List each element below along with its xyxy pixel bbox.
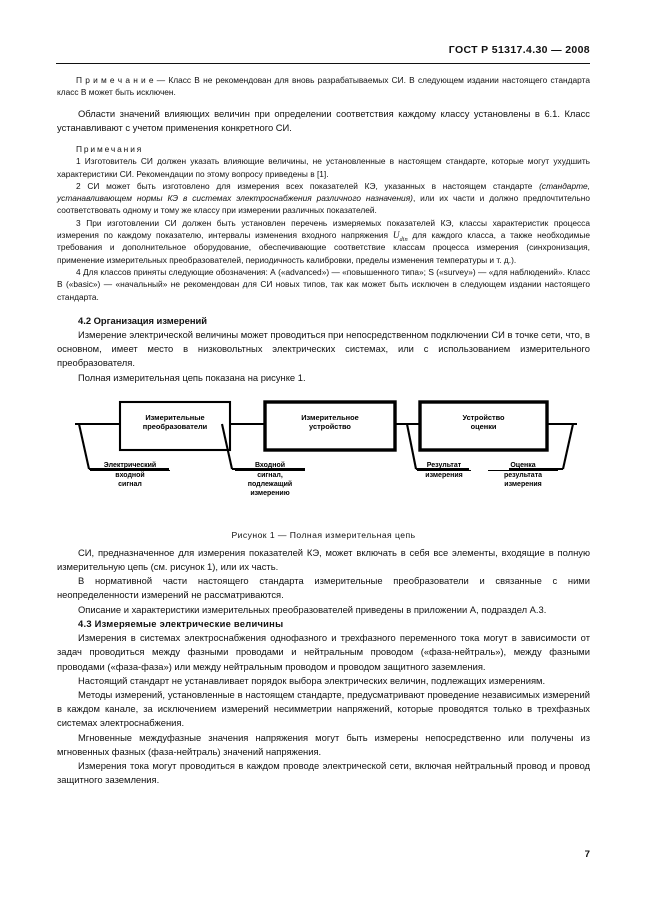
paragraph-scope: Области значений влияющих величин при оп… <box>57 107 590 133</box>
figure-leader-4-line-3: измерения <box>504 481 542 489</box>
note-class-b: П р и м е ч а н и е — Класс В не рекомен… <box>57 75 590 98</box>
figure-leader-label-input-signal-measured: Входной сигнал, подлежащий измерению <box>235 461 305 499</box>
figure-1-diagram <box>75 400 577 470</box>
clause-4-3-title: 4.3 Измеряемые электрические величины <box>78 617 284 629</box>
clause-4-2-paragraph-1: Измерение электрической величины может п… <box>57 329 590 369</box>
note-2-italic: (стандарте, устанавливающем нормы КЭ в с… <box>57 180 590 204</box>
note-2-part-a: 2 СИ может быть изготовлено для измерени… <box>76 180 540 191</box>
paragraph-after-figure-1: СИ, предназначенное для измерения показа… <box>57 546 590 573</box>
clause-4-3-paragraph-3: Методы измерений, установленные в настоя… <box>57 688 590 729</box>
page-content: П р и м е ч а н и е — Класс В не рекомен… <box>57 74 590 787</box>
header-rule <box>56 63 590 64</box>
figure-leader-2-line-1: Входной <box>235 461 305 472</box>
figure-leader-4-line-1: Оценка <box>488 461 558 472</box>
figure-leader-4-line-2: результата <box>503 472 543 480</box>
note-3-part-a: 3 При изготовлении СИ должен быть устано… <box>57 217 590 241</box>
clause-4-3-paragraph-4: Мгновенные междуфазные значения напряжен… <box>57 731 590 757</box>
note-1: 1 Изготовитель СИ должен указать влияющи… <box>57 156 590 179</box>
figure-1-caption: Рисунок 1 — Полная измерительная цепь <box>231 529 416 540</box>
clause-4-3-paragraph-2: Настоящий стандарт не устанавливает поря… <box>78 674 546 686</box>
clause-4-3-paragraph-1: Измерения в системах электроснабжения од… <box>57 632 590 672</box>
figure-leader-2-line-4: измерению <box>250 490 290 498</box>
page-number: 7 <box>584 849 590 860</box>
figure-leader-1-line-2: входной <box>115 472 145 480</box>
figure-leader-3-line-1: Результат <box>417 461 471 472</box>
paragraph-after-figure-2: В нормативной части настоящего стандарта… <box>57 575 590 601</box>
figure-leader-1-line-3: сигнал <box>118 481 142 489</box>
figure-leader-1-line-1: Электрический <box>90 461 170 472</box>
note-3-part-b: для каждого класса, а также необходимые … <box>57 230 590 265</box>
note-2: 2 СИ может быть изготовлено для измерени… <box>57 180 590 217</box>
paragraph-after-figure-3: Описание и характеристики измерительных … <box>78 603 547 615</box>
figure-leader-label-measurement-result: Результат измерения <box>417 461 471 481</box>
figure-leader-2-line-3: подлежащий <box>247 481 293 489</box>
note-3: 3 При изготовлении СИ должен быть устано… <box>57 217 590 266</box>
clause-4-2-title: 4.2 Организация измерений <box>78 314 208 326</box>
figure-leader-label-evaluation-of-result: Оценка результата измерения <box>488 461 558 490</box>
clause-4-2-paragraph-2: Полная измерительная цепь показана на ри… <box>78 371 306 383</box>
note-2-part-b: , или их части и должно предпочтительно … <box>57 193 590 216</box>
figure-leader-3-line-2: измерения <box>425 472 463 480</box>
figure-leader-label-electrical-input-signal: Электрический входной сигнал <box>90 461 170 490</box>
figure-1: Измерительные преобразователи Измеритель… <box>57 393 590 541</box>
symbol-udin: Udin <box>392 230 408 243</box>
notes-heading: Примечания <box>76 144 144 154</box>
figure-leader-2-line-2: сигнал, <box>257 472 283 480</box>
symbol-udin-base: U <box>392 230 400 241</box>
symbol-udin-subscript: din <box>399 235 408 243</box>
notes-block: Примечания 1 Изготовитель СИ должен указ… <box>57 143 590 303</box>
running-header: ГОСТ Р 51317.4.30 — 2008 <box>448 44 590 56</box>
clause-4-3-paragraph-5: Измерения тока могут проводиться в каждо… <box>57 759 590 786</box>
note-4: 4 Для классов приняты следующие обозначе… <box>57 266 590 302</box>
